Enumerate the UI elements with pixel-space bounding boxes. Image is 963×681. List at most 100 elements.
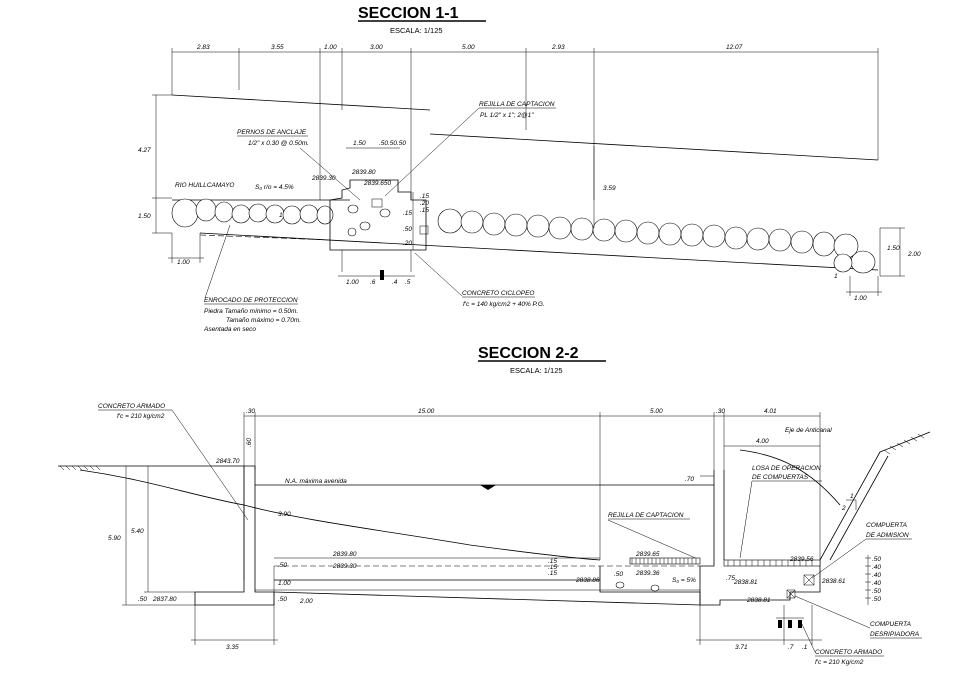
svg-text:CONCRETO ARMADO: CONCRETO ARMADO (98, 403, 165, 410)
svg-text:Piedra Tamaño mínimo = 0.50m.: Piedra Tamaño mínimo = 0.50m. (204, 308, 298, 315)
svg-text:4.27: 4.27 (138, 147, 151, 154)
section2-right-slope: 1 2 (739, 431, 931, 561)
svg-text:.50: .50 (872, 596, 881, 603)
svg-text:.50: .50 (379, 140, 388, 147)
svg-text:1.50: 1.50 (138, 213, 151, 220)
svg-text:Asentada en seco: Asentada en seco (203, 326, 256, 333)
svg-text:.50: .50 (872, 588, 881, 595)
svg-text:5.40: 5.40 (131, 528, 144, 535)
svg-text:.50: .50 (138, 596, 147, 603)
svg-text:PERNOS DE ANCLAJE: PERNOS DE ANCLAJE (237, 129, 307, 136)
svg-text:2839.56: 2839.56 (789, 556, 814, 563)
svg-text:.60: .60 (246, 438, 253, 447)
elev-2839-30: 2839.30 (311, 175, 336, 182)
svg-text:f'c = 210 Kg/cm2: f'c = 210 Kg/cm2 (815, 659, 864, 666)
svg-text:2837.80: 2837.80 (152, 596, 177, 603)
svg-text:2: 2 (841, 505, 846, 512)
anchor-bolts-callout: PERNOS DE ANCLAJE 1/2" x 0.30 @ 0.50m. (237, 129, 361, 201)
section1-terrain (171, 94, 879, 271)
elev-2839-650: 2839.650 (363, 180, 391, 187)
svg-text:.20: .20 (420, 200, 429, 207)
svg-text:DESRIPIADORA: DESRIPIADORA (870, 631, 919, 638)
river-slope: S₀ r/o = 4.5% (255, 184, 294, 191)
svg-text:.50: .50 (397, 140, 406, 147)
svg-text:1.00: 1.00 (346, 279, 359, 286)
svg-text:.40: .40 (872, 580, 881, 587)
svg-text:3.59: 3.59 (603, 185, 616, 192)
svg-text:DE COMPUERTAS: DE COMPUERTAS (752, 474, 809, 481)
svg-text:.15: .15 (548, 558, 557, 565)
svg-text:5.00: 5.00 (650, 408, 663, 415)
svg-text:2839.36: 2839.36 (635, 570, 660, 577)
grate-callout-1: REJILLA DE CAPTACION PL 1/2" x 1"; 2@1" (384, 101, 556, 197)
svg-text:.4: .4 (392, 279, 398, 286)
svg-text:.15: .15 (403, 210, 412, 217)
section2-grate: REJILLA DE CAPTACION 2839.65 2839.36 283… (548, 512, 701, 605)
section1-riprap-left (171, 198, 334, 228)
purge-gate-callout: COMPUERTA DESRIPIADORA (794, 595, 922, 639)
svg-text:1.50: 1.50 (353, 140, 366, 147)
svg-text:.50: .50 (278, 562, 287, 569)
section1-left-dimensions: 4.27 1.50 1.00 (138, 94, 204, 266)
svg-text:3.35: 3.35 (226, 644, 239, 651)
svg-text:5.00: 5.00 (462, 44, 475, 51)
svg-text:2839.80: 2839.80 (332, 551, 357, 558)
svg-text:.50: .50 (388, 140, 397, 147)
svg-text:.6: .6 (370, 279, 376, 286)
svg-text:S₀ = 5%: S₀ = 5% (672, 577, 696, 584)
svg-text:2838.81: 2838.81 (746, 597, 771, 604)
svg-text:3.00: 3.00 (370, 44, 383, 51)
svg-text:2839.30: 2839.30 (332, 563, 357, 570)
svg-text:1.00: 1.00 (324, 44, 337, 51)
svg-text:4.01: 4.01 (764, 408, 777, 415)
section1-riprap-right (437, 208, 876, 274)
cyclopean-callout: CONCRETO CICLOPEO f'c = 140 kg/cm2 + 40%… (414, 252, 545, 308)
svg-text:.7: .7 (788, 644, 794, 651)
svg-text:.15: .15 (548, 570, 557, 577)
section1-top-dimensions: 2.83 3.55 1.00 3.00 5.00 2.93 12.07 (171, 44, 879, 200)
max-flood-level: N.A. máxima avenida .70 (255, 475, 714, 490)
svg-text:.20: .20 (403, 240, 412, 247)
svg-text:.40: .40 (872, 564, 881, 571)
svg-text:.15: .15 (420, 207, 429, 214)
svg-text:2.00: 2.00 (907, 251, 921, 258)
section2-bottom-dimensions: 3.35 3.71 .7 .1 (191, 605, 822, 651)
svg-text:2838.61: 2838.61 (821, 578, 846, 585)
svg-text:12.07: 12.07 (726, 44, 743, 51)
svg-text:CONCRETO ARMADO: CONCRETO ARMADO (815, 649, 882, 656)
admission-gate-callout: COMPUERTA DE ADMISION (811, 522, 912, 579)
svg-text:LOSA DE OPERACION: LOSA DE OPERACION (752, 465, 821, 472)
svg-text:.40: .40 (872, 572, 881, 579)
svg-text:1.00: 1.00 (854, 295, 867, 302)
svg-text:COMPUERTA: COMPUERTA (866, 522, 907, 529)
section1-scale: ESCALA: 1/125 (390, 26, 443, 35)
svg-text:2.83: 2.83 (196, 44, 210, 51)
svg-text:.15: .15 (420, 193, 429, 200)
svg-text:.70: .70 (685, 476, 694, 483)
dim-3-90: 3.90 (278, 511, 291, 518)
svg-text:REJILLA DE CAPTACION: REJILLA DE CAPTACION (608, 512, 684, 519)
reinforced-concrete-callout-2: CONCRETO ARMADO f'c = 210 Kg/cm2 (799, 619, 884, 666)
section1-right-dimensions: 3.59 1.50 2.00 1.00 1 (593, 146, 921, 302)
svg-text:.50: .50 (403, 226, 412, 233)
svg-text:1.00: 1.00 (177, 259, 190, 266)
section1-weir: 1.00 .6 .4 .5 1.50 .50 .50 .50 .15 .20 .… (329, 140, 429, 286)
svg-text:2838.86: 2838.86 (575, 577, 600, 584)
svg-text:N.A. máxima avenida: N.A. máxima avenida (285, 478, 347, 485)
svg-text:2.00: 2.00 (299, 598, 313, 605)
elev-2839-80: 2839.80 (351, 169, 376, 176)
svg-text:1: 1 (834, 273, 838, 280)
svg-text:2838.81: 2838.81 (733, 579, 758, 586)
svg-text:1: 1 (850, 493, 854, 500)
section2-left-dimensions: 5.90 5.40 .50 2837.80 (108, 466, 195, 606)
svg-text:4.00: 4.00 (756, 438, 769, 445)
svg-text:f'c = 140 kg/cm2 + 40% P.G.: f'c = 140 kg/cm2 + 40% P.G. (463, 301, 545, 308)
svg-text:.50: .50 (278, 596, 287, 603)
svg-text:2839.65: 2839.65 (635, 551, 660, 558)
section1-title: SECCION 1-1 (358, 5, 459, 22)
svg-text:PL 1/2" x 1"; 2@1": PL 1/2" x 1"; 2@1" (480, 112, 534, 119)
svg-text:.50: .50 (614, 571, 623, 578)
svg-text:1.00: 1.00 (278, 580, 291, 587)
section2-ground-left: 2843.70 (58, 458, 244, 471)
